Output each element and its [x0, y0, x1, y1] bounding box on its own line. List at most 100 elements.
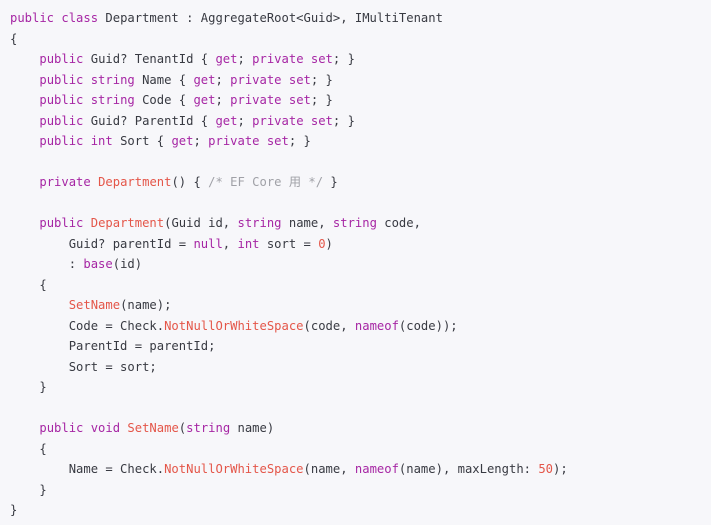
code-text: }	[10, 380, 47, 394]
code-text: (name,	[303, 462, 355, 476]
code-text: Name = Check.	[10, 462, 165, 476]
code-text: }	[323, 175, 338, 189]
code-line: {	[10, 275, 701, 296]
code-text	[10, 114, 39, 128]
code-line	[10, 193, 701, 214]
function-name: NotNullOrWhiteSpace	[164, 318, 304, 333]
code-text	[83, 216, 90, 230]
keyword: get	[193, 72, 216, 87]
code-text: :	[10, 257, 84, 271]
code-text: () {	[171, 175, 209, 189]
code-text: Sort = sort;	[10, 359, 157, 374]
code-text: (id)	[112, 257, 143, 271]
function-name: Department	[98, 175, 172, 189]
code-text	[10, 93, 39, 107]
code-text: Sort {	[112, 134, 172, 148]
code-text: ;	[215, 93, 231, 107]
code-text: Guid? parentId =	[10, 236, 194, 251]
code-text: ; }	[288, 134, 311, 148]
code-text: name,	[281, 216, 333, 230]
keyword: public	[39, 113, 84, 128]
keyword: public class	[10, 11, 99, 25]
code-text: Name {	[134, 72, 194, 87]
keyword: public void	[39, 421, 121, 435]
keyword: nameof	[354, 462, 399, 476]
keyword: get	[215, 52, 238, 66]
code-line: Code = Check.NotNullOrWhiteSpace(code, n…	[10, 316, 701, 337]
function-name: NotNullOrWhiteSpace	[164, 462, 304, 476]
code-line	[10, 152, 701, 173]
code-lines: public class Department : AggregateRoot<…	[10, 8, 701, 521]
code-text: ,	[222, 236, 238, 251]
code-text	[10, 73, 39, 87]
code-line: ParentId = parentId;	[10, 336, 701, 357]
code-line: }	[10, 377, 701, 398]
code-line: }	[10, 480, 701, 501]
keyword: string	[237, 216, 282, 230]
code-text: Department : AggregateRoot<Guid>, IMulti…	[98, 11, 443, 25]
code-text: {	[10, 31, 18, 46]
code-line: public Guid? ParentId { get; private set…	[10, 111, 701, 132]
code-line: private Department() { /* EF Core 用 */ }	[10, 172, 701, 193]
code-text: ; }	[332, 52, 355, 66]
code-text: ;	[193, 134, 209, 148]
function-name: SetName	[68, 298, 121, 312]
code-text: (name);	[120, 298, 172, 312]
keyword: public int	[39, 134, 113, 148]
code-line: public void SetName(string name)	[10, 418, 701, 439]
code-text: Code = Check.	[10, 318, 165, 333]
code-text	[10, 421, 39, 435]
code-line: : base(id)	[10, 254, 701, 275]
code-text: Guid? ParentId {	[83, 113, 216, 128]
keyword: private set	[230, 93, 311, 107]
code-line: public int Sort { get; private set; }	[10, 131, 701, 152]
keyword: get	[215, 113, 238, 128]
code-text: ; }	[332, 113, 355, 128]
code-line: public string Name { get; private set; }	[10, 70, 701, 91]
code-text: }	[10, 482, 47, 497]
function-name: Department	[90, 216, 165, 230]
code-text	[10, 216, 39, 230]
code-line: Sort = sort;	[10, 357, 701, 378]
code-text: (code,	[303, 318, 355, 333]
code-text: ; }	[310, 93, 333, 107]
keyword: private set	[252, 113, 333, 128]
code-text: (code));	[398, 318, 458, 333]
code-text	[91, 175, 98, 189]
code-text: }	[10, 503, 18, 517]
keyword: string	[332, 216, 377, 230]
code-line: {	[10, 439, 701, 460]
code-text: {	[10, 441, 47, 456]
code-line: SetName(name);	[10, 295, 701, 316]
code-line: public Department(Guid id, string name, …	[10, 213, 701, 234]
code-text: (Guid id,	[164, 216, 238, 230]
code-line: public string Code { get; private set; }	[10, 90, 701, 111]
keyword: base	[83, 257, 113, 271]
code-line: }	[10, 500, 701, 521]
code-text: code,	[376, 216, 421, 230]
code-line: public class Department : AggregateRoot<…	[10, 8, 701, 29]
code-text: name)	[230, 421, 275, 435]
keyword: public	[39, 52, 84, 66]
code-line: Name = Check.NotNullOrWhiteSpace(name, n…	[10, 459, 701, 480]
code-text: (name), maxLength:	[398, 462, 539, 476]
code-text: (	[178, 421, 187, 435]
code-text: Code {	[134, 93, 194, 107]
code-text: ;	[237, 113, 253, 128]
keyword: public string	[39, 72, 135, 87]
keyword: string	[186, 421, 231, 435]
code-line: {	[10, 29, 701, 50]
code-text	[10, 298, 69, 312]
code-text: ParentId = parentId;	[10, 339, 216, 353]
code-line: public Guid? TenantId { get; private set…	[10, 49, 701, 70]
keyword: nameof	[354, 318, 399, 333]
code-text: ;	[237, 52, 253, 66]
number-literal: 0	[318, 236, 326, 251]
code-text: sort =	[259, 236, 319, 251]
keyword: private set	[208, 134, 289, 148]
code-line: Guid? parentId = null, int sort = 0)	[10, 234, 701, 255]
keyword: null	[193, 236, 223, 251]
keyword: private set	[252, 52, 333, 66]
code-text: );	[553, 462, 568, 476]
